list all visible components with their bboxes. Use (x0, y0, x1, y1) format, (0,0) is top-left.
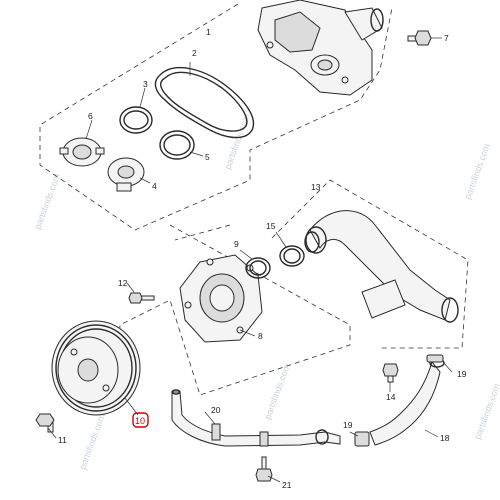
watermark-right-low: partsfinds.com (472, 382, 500, 440)
gasket-2 (154, 66, 255, 139)
bolt-11 (35, 413, 55, 433)
leader-9 (239, 249, 253, 260)
leader-18 (424, 429, 439, 438)
callout-11: 11 (58, 435, 67, 445)
callout-7: 7 (444, 33, 449, 43)
leader-12 (126, 282, 135, 293)
leader-20 (204, 411, 216, 425)
callout-14: 14 (386, 392, 396, 402)
hose-clamp-19-lower (354, 431, 370, 447)
pulley-10 (51, 320, 141, 416)
leader-19a (442, 361, 453, 373)
callout-13: 13 (311, 182, 321, 192)
hose-pipe-13 (304, 210, 459, 323)
watermark-left: partsfinds.com (32, 172, 61, 230)
leader-11 (47, 427, 57, 439)
leader-6 (85, 119, 93, 140)
callout-5: 5 (205, 152, 210, 162)
watermark-right: partsfinds.com (462, 142, 491, 200)
coolant-pipe-20 (171, 389, 341, 447)
callout-15: 15 (266, 221, 276, 231)
bolt-21 (255, 456, 273, 482)
gasket-2-inner (160, 71, 248, 132)
gasket-9 (245, 257, 271, 279)
gasket-9-inner (249, 260, 267, 276)
callout-10: 10 (135, 416, 145, 426)
water-pump-8 (179, 254, 263, 343)
leader-8 (239, 329, 256, 337)
callout-4: 4 (152, 181, 157, 191)
callout-19-lower: 19 (343, 420, 353, 430)
hose-18 (369, 358, 445, 446)
seal-ring-5 (159, 130, 195, 160)
leader-10 (124, 397, 139, 416)
seal-ring-15 (279, 245, 305, 267)
leader-19b (349, 431, 359, 437)
leader-3 (139, 87, 146, 108)
callout-9: 9 (234, 239, 239, 249)
callout-19-upper: 19 (457, 369, 467, 379)
callout-2: 2 (192, 48, 197, 58)
watermark-center-low: partsfinds.com (262, 362, 291, 420)
leader-4 (139, 177, 151, 184)
callout-12: 12 (118, 278, 128, 288)
thermostat-4 (107, 157, 145, 192)
watermark-left-low: partsfinds.com (77, 412, 106, 470)
leader-15 (275, 231, 287, 248)
callout-21: 21 (282, 480, 292, 490)
pump-group-edge (174, 224, 231, 241)
seal-ring-3-inner (123, 110, 149, 130)
thermostat-housing (257, 0, 384, 96)
thermostat-group-outline (39, 3, 393, 231)
callout-6: 6 (88, 111, 93, 121)
seal-ring-15-inner (283, 248, 301, 264)
callout-18: 18 (440, 433, 450, 443)
seal-ring-3 (119, 106, 153, 134)
bolt-12 (128, 292, 155, 304)
callout-20: 20 (211, 405, 221, 415)
seal-ring-5-inner (163, 134, 191, 156)
bolt-14 (382, 363, 399, 383)
hose-clamp-19-upper (426, 354, 444, 363)
bolt-7 (407, 30, 432, 46)
highlight-box (132, 412, 149, 428)
hose-group-outline (271, 179, 469, 349)
callout-10-highlight[interactable]: 10 (132, 412, 149, 428)
thermostat-6 (59, 137, 105, 167)
leader-5 (189, 151, 204, 157)
leader-21 (267, 475, 281, 483)
callout-1: 1 (206, 27, 211, 37)
callout-3: 3 (143, 79, 148, 89)
callout-8: 8 (258, 331, 263, 341)
